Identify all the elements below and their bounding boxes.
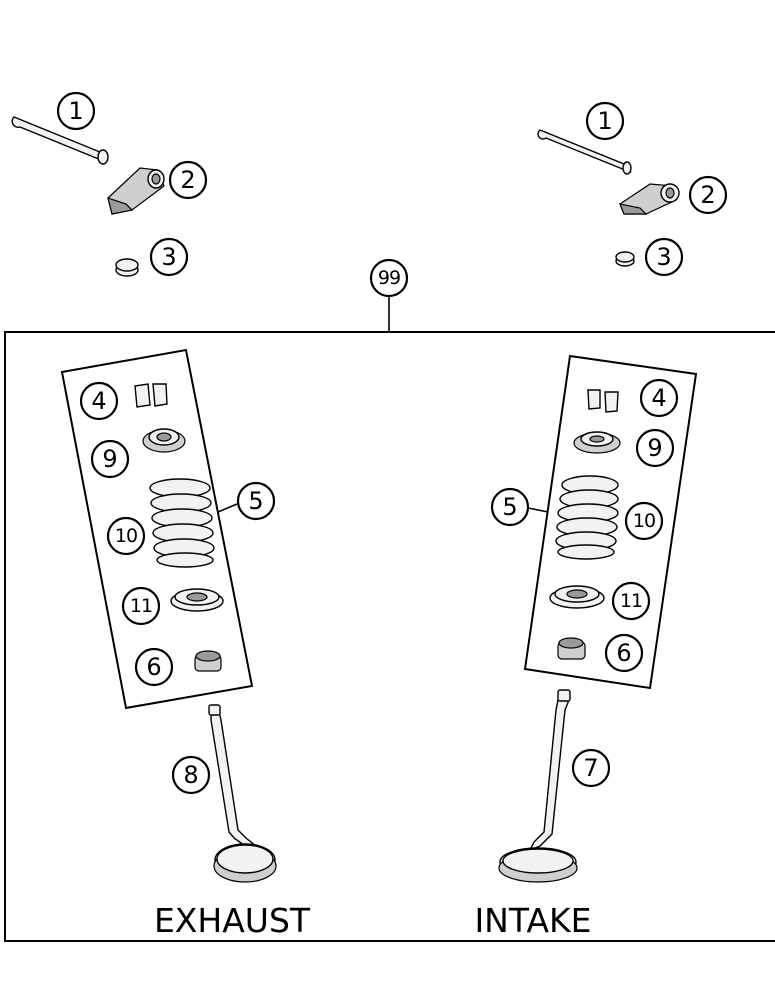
callout-exhaust-spring: 10 (106, 516, 146, 556)
exhaust-retainer (142, 428, 186, 453)
svg-text:6: 6 (616, 639, 631, 667)
callout-exhaust-seat: 11 (121, 586, 161, 626)
callout-intake-seal: 6 (604, 633, 644, 673)
right-rocker-group (537, 129, 680, 267)
rocker-shaft-right (537, 129, 633, 175)
callout-exhaust-spring-assy: 5 (236, 481, 276, 521)
callout-intake-retainer: 9 (635, 428, 675, 468)
callout-intake-keepers: 4 (639, 378, 679, 418)
callout-right-shim: 3 (644, 237, 684, 277)
rocker-shaft-left (11, 116, 109, 165)
svg-text:4: 4 (651, 384, 666, 412)
intake-valve-seal (557, 637, 586, 660)
exhaust-valve-seal (194, 650, 222, 672)
svg-text:5: 5 (502, 493, 517, 521)
exhaust-spring (149, 478, 215, 568)
callout-intake-spring: 10 (624, 501, 664, 541)
svg-text:6: 6 (146, 653, 161, 681)
rocker-arm-right (619, 183, 680, 215)
svg-text:10: 10 (115, 525, 137, 547)
svg-text:2: 2 (700, 181, 715, 209)
callout-exhaust-valve: 8 (171, 755, 211, 795)
callout-left-shim: 3 (149, 237, 189, 277)
callout-right-rocker-shaft: 1 (585, 101, 625, 141)
exhaust-spring-assembly (60, 348, 254, 710)
callout-right-rocker-arm: 2 (688, 175, 728, 215)
intake-keepers (587, 389, 619, 413)
callout-left-rocker-arm: 2 (168, 160, 208, 200)
svg-text:11: 11 (620, 590, 642, 612)
svg-text:2: 2 (180, 166, 195, 194)
callout-intake-seat: 11 (611, 581, 651, 621)
svg-text:99: 99 (378, 267, 400, 289)
svg-text:1: 1 (597, 107, 612, 135)
exhaust-spring-seat (170, 588, 224, 612)
callout-intake-spring-assy: 5 (490, 487, 530, 527)
svg-text:9: 9 (647, 434, 662, 462)
callout-exhaust-keepers: 4 (79, 381, 119, 421)
svg-text:8: 8 (183, 761, 198, 789)
callout-exhaust-retainer: 9 (90, 439, 130, 479)
intake-spring-seat (549, 585, 605, 609)
svg-text:4: 4 (91, 387, 106, 415)
svg-text:10: 10 (633, 510, 655, 532)
intake-retainer (573, 431, 621, 454)
svg-text:3: 3 (656, 243, 671, 271)
svg-text:9: 9 (102, 445, 117, 473)
left-rocker-group (11, 116, 165, 277)
exhaust-label: EXHAUST (154, 901, 311, 940)
callout-intake-valve: 7 (571, 748, 611, 788)
exhaust-valve (208, 704, 277, 883)
shim-right (615, 251, 635, 267)
svg-text:5: 5 (248, 487, 263, 515)
shim-left (115, 258, 139, 277)
intake-spring (555, 475, 619, 560)
callout-left-rocker-shaft: 1 (56, 91, 96, 131)
svg-text:3: 3 (161, 243, 176, 271)
exhaust-keepers (134, 383, 168, 408)
callout-kit: 99 (369, 258, 409, 298)
intake-label: INTAKE (474, 901, 591, 940)
intake-valve (498, 689, 578, 883)
svg-text:7: 7 (583, 754, 598, 782)
svg-text:11: 11 (130, 595, 152, 617)
callout-exhaust-seal: 6 (134, 647, 174, 687)
svg-text:1: 1 (68, 97, 83, 125)
rocker-arm-left (107, 167, 165, 215)
